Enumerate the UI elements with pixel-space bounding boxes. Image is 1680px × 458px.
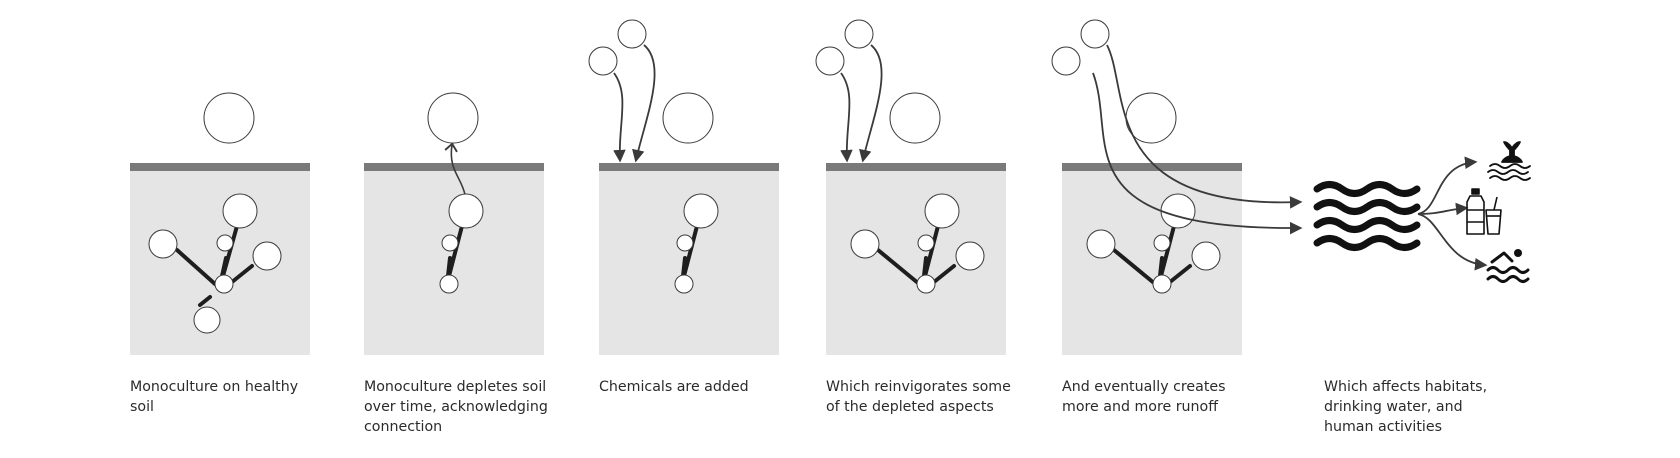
soil-nutrient-nodes: [674, 193, 719, 294]
effect-arrow: [1417, 202, 1469, 216]
root-network: [175, 224, 254, 307]
caption-step-2: Monoculture depletes soil over time, ack…: [364, 379, 548, 435]
chemical-circle: [1080, 19, 1110, 49]
chemical-arrow: [840, 72, 853, 163]
uptake-arrow: [444, 142, 466, 196]
habitat-whale-icon: [1487, 141, 1531, 181]
chemical-circle: [588, 46, 618, 76]
runoff-arrow: [1092, 72, 1303, 235]
root-network: [446, 224, 464, 278]
caption-step-1: Monoculture on healthy soil: [130, 379, 299, 415]
soil-surface: [599, 163, 779, 171]
chemical-arrow: [632, 44, 656, 163]
caption-step-3: Chemicals are added: [599, 379, 749, 395]
effect-arrow: [1417, 156, 1478, 215]
root-network: [1112, 224, 1192, 285]
chemical-circle: [617, 19, 647, 49]
panel-5-runoff: [1051, 19, 1303, 355]
soil-nutrient-nodes: [850, 193, 985, 294]
chemical-circle: [844, 19, 874, 49]
swimmer-icon: [1486, 249, 1530, 283]
panel-2-depleted-soil: [364, 92, 544, 355]
root-network: [681, 224, 699, 278]
soil-surface: [1062, 163, 1242, 171]
chemical-arrow: [859, 44, 883, 163]
soil-block: [130, 165, 310, 355]
soil-surface: [826, 163, 1006, 171]
chemical-circle: [815, 46, 845, 76]
plant-circle: [662, 92, 714, 144]
soil-surface: [130, 163, 310, 171]
caption-step-5: And eventually creates more and more run…: [1062, 379, 1226, 415]
plant-circle: [889, 92, 941, 144]
soil-nutrient-nodes: [439, 193, 484, 294]
root-network: [876, 224, 956, 285]
caption-step-4: Which reinvigorates some of the depleted…: [826, 379, 1011, 415]
caption-step-6: Which affects habitats, drinking water, …: [1324, 379, 1488, 435]
drinking-water-icon: [1466, 188, 1502, 235]
plant-circle: [203, 92, 255, 144]
water-waves-icon: [1313, 181, 1421, 251]
chemical-arrow: [613, 72, 626, 163]
plant-circle: [427, 92, 479, 144]
panel-1-healthy-soil: [130, 92, 310, 355]
effect-arrow: [1417, 213, 1488, 271]
chemical-circle: [1051, 46, 1081, 76]
panel-3-chemicals-added: [588, 19, 779, 355]
soil-nutrient-nodes: [1086, 193, 1221, 294]
panel-4-reinvigorated-soil: [815, 19, 1006, 355]
runoff-arrow: [1106, 44, 1303, 209]
soil-nutrient-nodes: [148, 193, 282, 334]
